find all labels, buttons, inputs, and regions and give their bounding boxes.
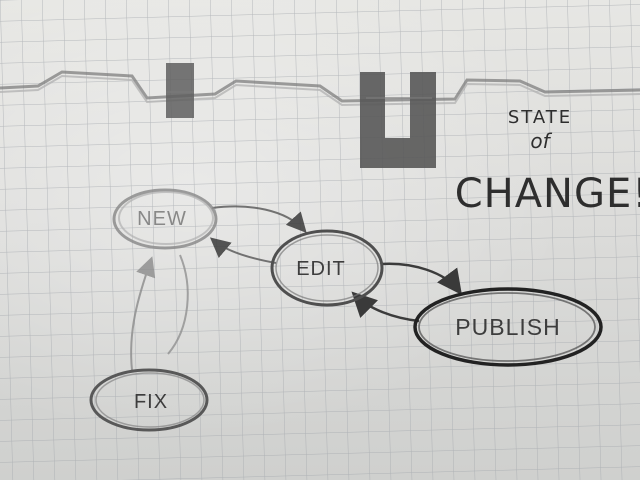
node-edit-label: EDIT	[296, 258, 346, 280]
page-perforation-edge	[0, 70, 640, 103]
node-edit: EDIT	[270, 229, 384, 307]
arrow-edit-to-new	[209, 237, 277, 264]
node-publish: PUBLISH	[413, 287, 603, 367]
shaded-tab-u-shape	[360, 72, 436, 168]
title-line-3: CHANGE!	[455, 171, 640, 217]
title-line-1: STATE	[508, 107, 572, 128]
node-fix-label: FIX	[134, 391, 168, 413]
node-publish-label: PUBLISH	[455, 314, 560, 340]
arrow-edit-to-publish	[380, 262, 462, 296]
arrow-new-to-edit	[211, 205, 307, 233]
title-line-2: of	[530, 129, 552, 153]
node-fix: FIX	[89, 368, 209, 432]
shaded-tab-left	[166, 63, 194, 118]
arrow-fix-to-new-right	[167, 254, 189, 355]
arrow-fix-to-new-left	[130, 256, 156, 371]
node-new: NEW	[112, 188, 218, 250]
node-new-label: NEW	[137, 208, 187, 230]
diagram-title: STATE of CHANGE!	[455, 107, 640, 217]
